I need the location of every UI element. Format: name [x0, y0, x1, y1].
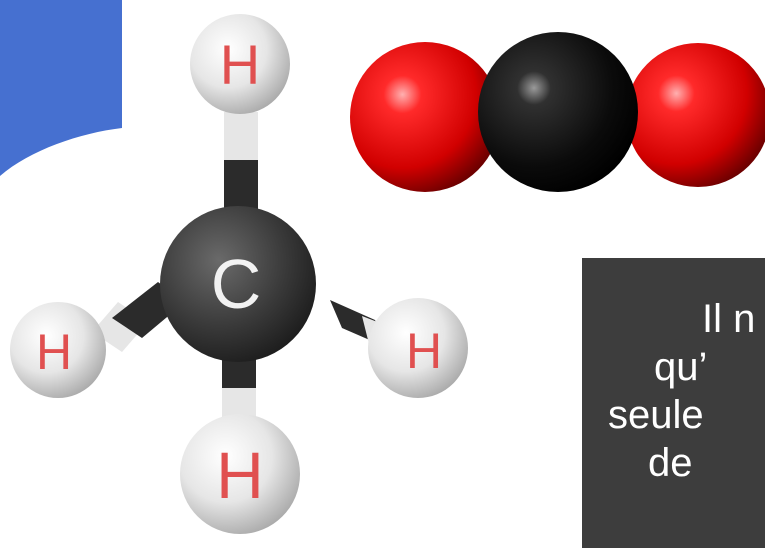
hydrogen-atom-top [190, 14, 290, 114]
carbon-atom [160, 206, 316, 362]
hydrogen-atom-right [368, 298, 468, 398]
hydrogen-label-right: H [406, 323, 442, 379]
caption-text-box: Il n qu’ seule de [582, 258, 765, 548]
hydrogen-label-bottom: H [216, 438, 264, 512]
carbon-atom-co2 [478, 32, 638, 192]
caption-line-4: de [648, 441, 693, 485]
carbon-dioxide-molecule-model [350, 32, 765, 192]
hydrogen-label-left: H [36, 324, 72, 380]
methane-molecule-model: C H H H H [10, 14, 468, 534]
hydrogen-atom-bottom [180, 414, 300, 534]
hydrogen-label-top: H [220, 33, 260, 96]
blue-decorative-shape [0, 0, 122, 176]
caption-line-2: qu’ [654, 345, 708, 389]
caption-line-3: seule [608, 393, 704, 437]
carbon-atom-label: C [211, 245, 262, 323]
oxygen-atom-right [626, 43, 765, 187]
oxygen-atom-left [350, 42, 500, 192]
caption-line-1: Il n [702, 297, 756, 341]
hydrogen-atom-left [10, 302, 106, 398]
